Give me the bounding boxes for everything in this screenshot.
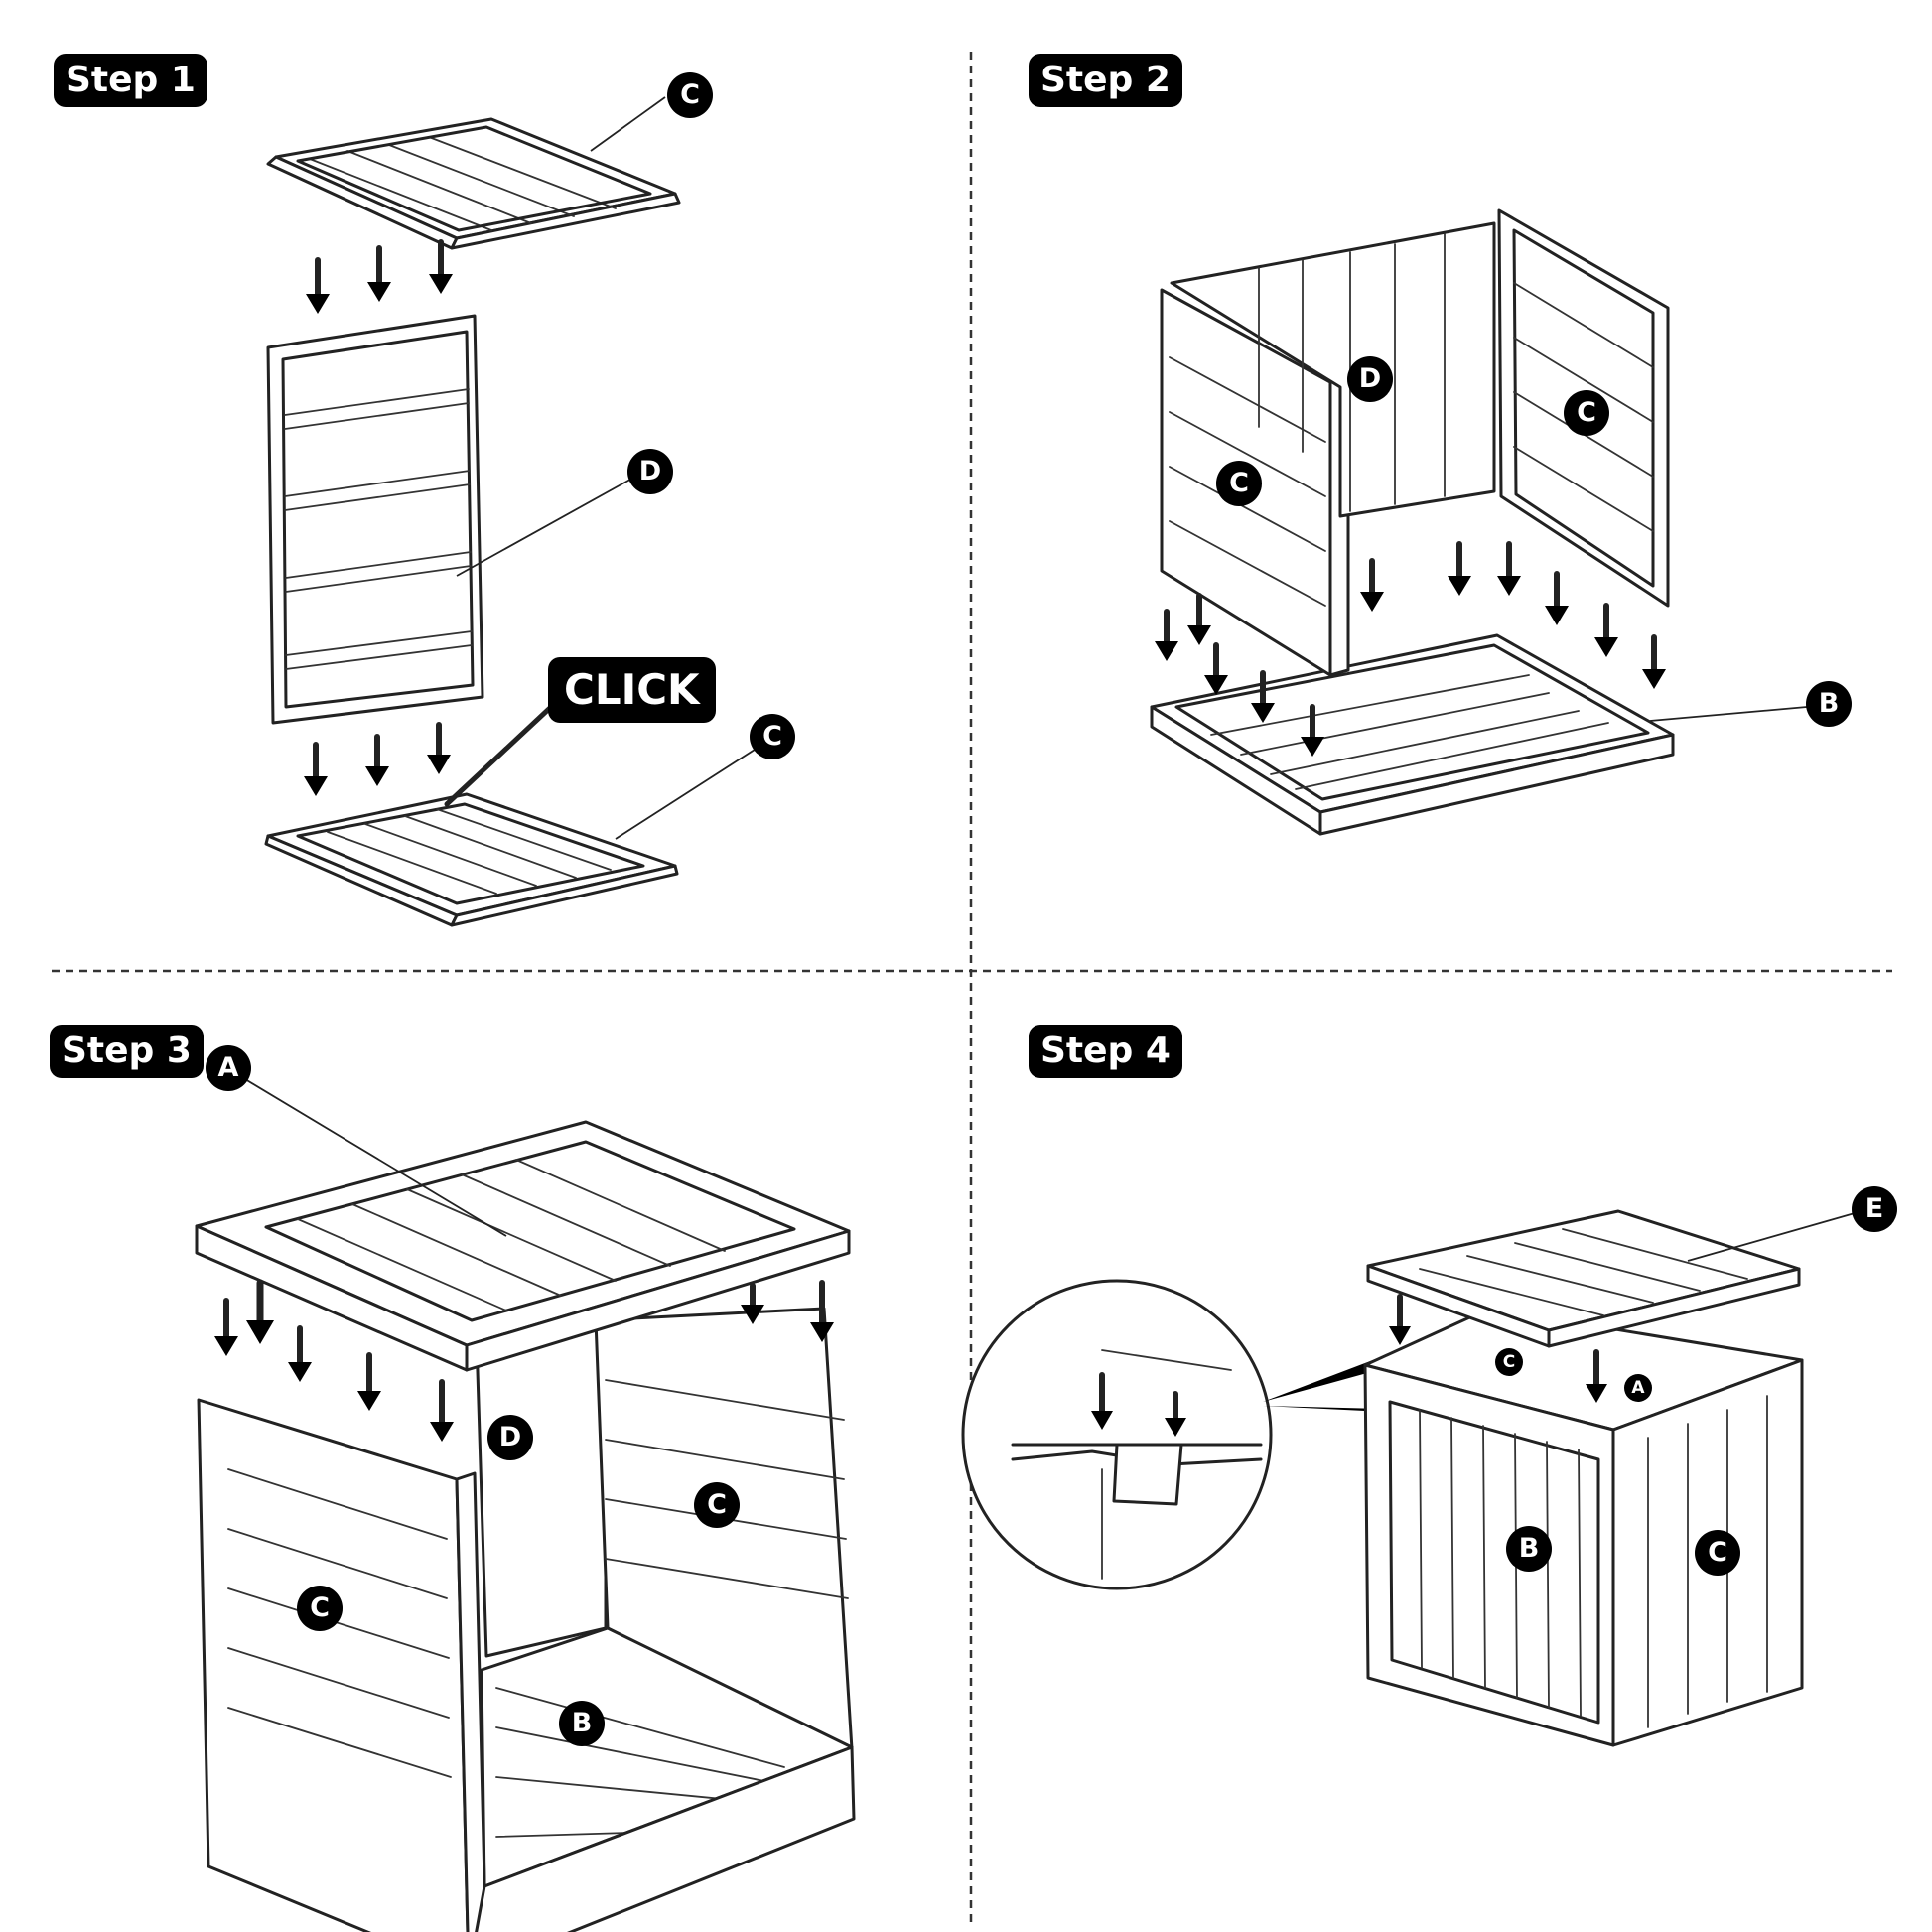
step1-callout-c-top: C	[667, 72, 713, 118]
step2-callout-d: D	[1347, 356, 1393, 402]
step4-callout-c-inner: C	[1495, 1348, 1523, 1376]
step3-arrows	[214, 1279, 834, 1442]
step4-callout-a-inner: A	[1624, 1374, 1652, 1402]
step3-callout-b: B	[559, 1701, 605, 1746]
step1-badge: Step 1	[54, 54, 207, 107]
step2-leader-b	[1649, 706, 1808, 722]
step2-base	[1150, 633, 1675, 836]
step3-lid	[195, 1120, 851, 1372]
step1-arrows-bottom	[304, 722, 451, 796]
step3-callout-c-right: C	[694, 1482, 740, 1528]
step2-arrows	[1155, 541, 1666, 757]
step4-callout-b: B	[1506, 1526, 1552, 1572]
step1-callout-c-bottom: C	[750, 714, 795, 759]
step4-lid	[1366, 1209, 1801, 1348]
step1-leader-bottom	[615, 749, 756, 840]
zoom-pointer-a	[1263, 1358, 1385, 1402]
step3-callout-c-left: C	[297, 1586, 343, 1631]
step4-callout-c: C	[1695, 1530, 1740, 1576]
zoom-detail-icon	[961, 1279, 1273, 1590]
step2-callout-b: B	[1806, 681, 1852, 727]
step4-box	[1363, 1307, 1804, 1747]
step1-top-panel	[266, 117, 681, 250]
step4-badge: Step 4	[1029, 1025, 1182, 1078]
step2-badge: Step 2	[1029, 54, 1182, 107]
step3-leader-a	[229, 1069, 507, 1237]
step1-leader-mid	[456, 476, 636, 577]
step2-callout-c-right: C	[1564, 390, 1609, 436]
step1-middle-panel	[266, 314, 484, 725]
step1-click-pointer	[444, 704, 554, 807]
step3-callout-a: A	[206, 1045, 251, 1091]
step4-callout-e: E	[1852, 1186, 1897, 1232]
step1-callout-d: D	[627, 449, 673, 494]
step3-box	[197, 1307, 856, 1932]
click-badge: CLICK	[548, 657, 716, 723]
step1-leader-top	[590, 96, 666, 152]
step2-callout-c-left: C	[1216, 461, 1262, 506]
step1-bottom-panel	[264, 792, 679, 927]
step3-callout-d: D	[487, 1415, 533, 1460]
step1-arrows-top	[306, 239, 453, 314]
step3-badge: Step 3	[50, 1025, 204, 1078]
step4-leader-e	[1687, 1212, 1856, 1262]
